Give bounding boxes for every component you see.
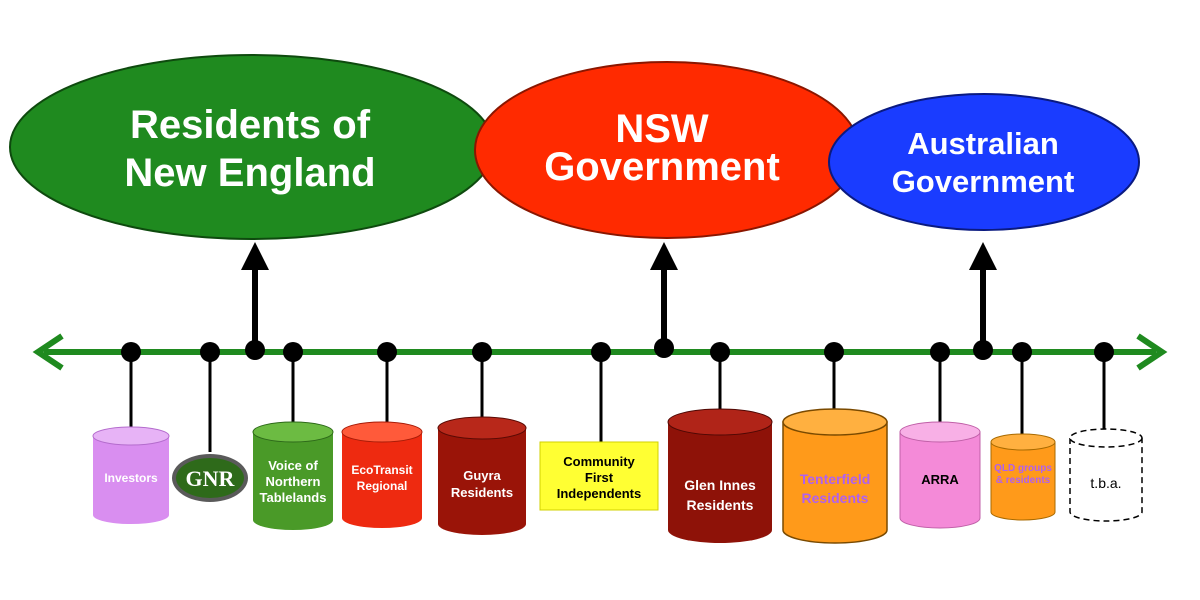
tenterfield-line-1: Tenterfield: [800, 471, 871, 487]
voice-line-2: Northern: [266, 474, 321, 489]
community-line-2: First: [585, 470, 614, 485]
arrow-to-australian: [969, 242, 997, 360]
nsw-line-2: Government: [544, 145, 780, 189]
cylinder-ecotransit-regional: EcoTransit Regional: [341, 421, 423, 528]
cylinder-tenterfield-residents: Tenterfield Residents: [782, 408, 888, 544]
box-community-first-independents: Community First Independents: [539, 441, 659, 511]
badge-gnr: GNR: [172, 454, 248, 502]
cylinder-voice-of-northern-tablelands: Voice of Northern Tablelands: [252, 421, 334, 530]
tba-label: t.b.a.: [1090, 475, 1121, 491]
investors-label: Investors: [104, 471, 158, 485]
oval-nsw-government: NSW Government: [474, 61, 860, 239]
tenterfield-line-2: Residents: [802, 490, 869, 506]
arrow-to-residents: [241, 242, 269, 360]
oval-residents-of-new-england: Residents of New England: [9, 54, 495, 240]
glen-line-1: Glen Innes: [684, 477, 756, 493]
guyra-line-2: Residents: [451, 485, 513, 500]
australian-line-1: Australian: [907, 126, 1059, 161]
cylinder-investors: Investors: [92, 426, 170, 524]
residents-line-2: New England: [124, 151, 375, 195]
gnr-label: GNR: [186, 466, 236, 491]
cylinder-arra: ARRA: [899, 421, 981, 529]
community-line-1: Community: [563, 454, 635, 469]
cylinder-tba: t.b.a.: [1069, 428, 1143, 522]
arra-label: ARRA: [921, 472, 959, 487]
connection-nodes: [121, 342, 1114, 362]
cylinder-guyra-residents: Guyra Residents: [437, 416, 527, 535]
group-stems: [129, 352, 1106, 452]
voice-line-1: Voice of: [268, 458, 318, 473]
nsw-line-1: NSW: [615, 107, 709, 151]
ecotransit-line-2: Regional: [357, 479, 408, 493]
residents-line-1: Residents of: [130, 103, 371, 147]
ecotransit-line-1: EcoTransit: [351, 463, 412, 477]
arrow-to-nsw: [650, 242, 678, 358]
glen-line-2: Residents: [687, 497, 754, 513]
cylinder-glen-innes-residents: Glen Innes Residents: [667, 408, 773, 543]
oval-australian-government: Australian Government: [828, 93, 1140, 231]
community-line-3: Independents: [557, 486, 642, 501]
voice-line-3: Tablelands: [260, 490, 327, 505]
qld-line-2: & residents: [996, 475, 1051, 486]
guyra-line-1: Guyra: [463, 468, 501, 483]
cylinder-qld-groups: QLD groups & residents: [990, 433, 1056, 521]
australian-line-2: Government: [892, 164, 1075, 199]
qld-line-1: QLD groups: [994, 463, 1052, 474]
